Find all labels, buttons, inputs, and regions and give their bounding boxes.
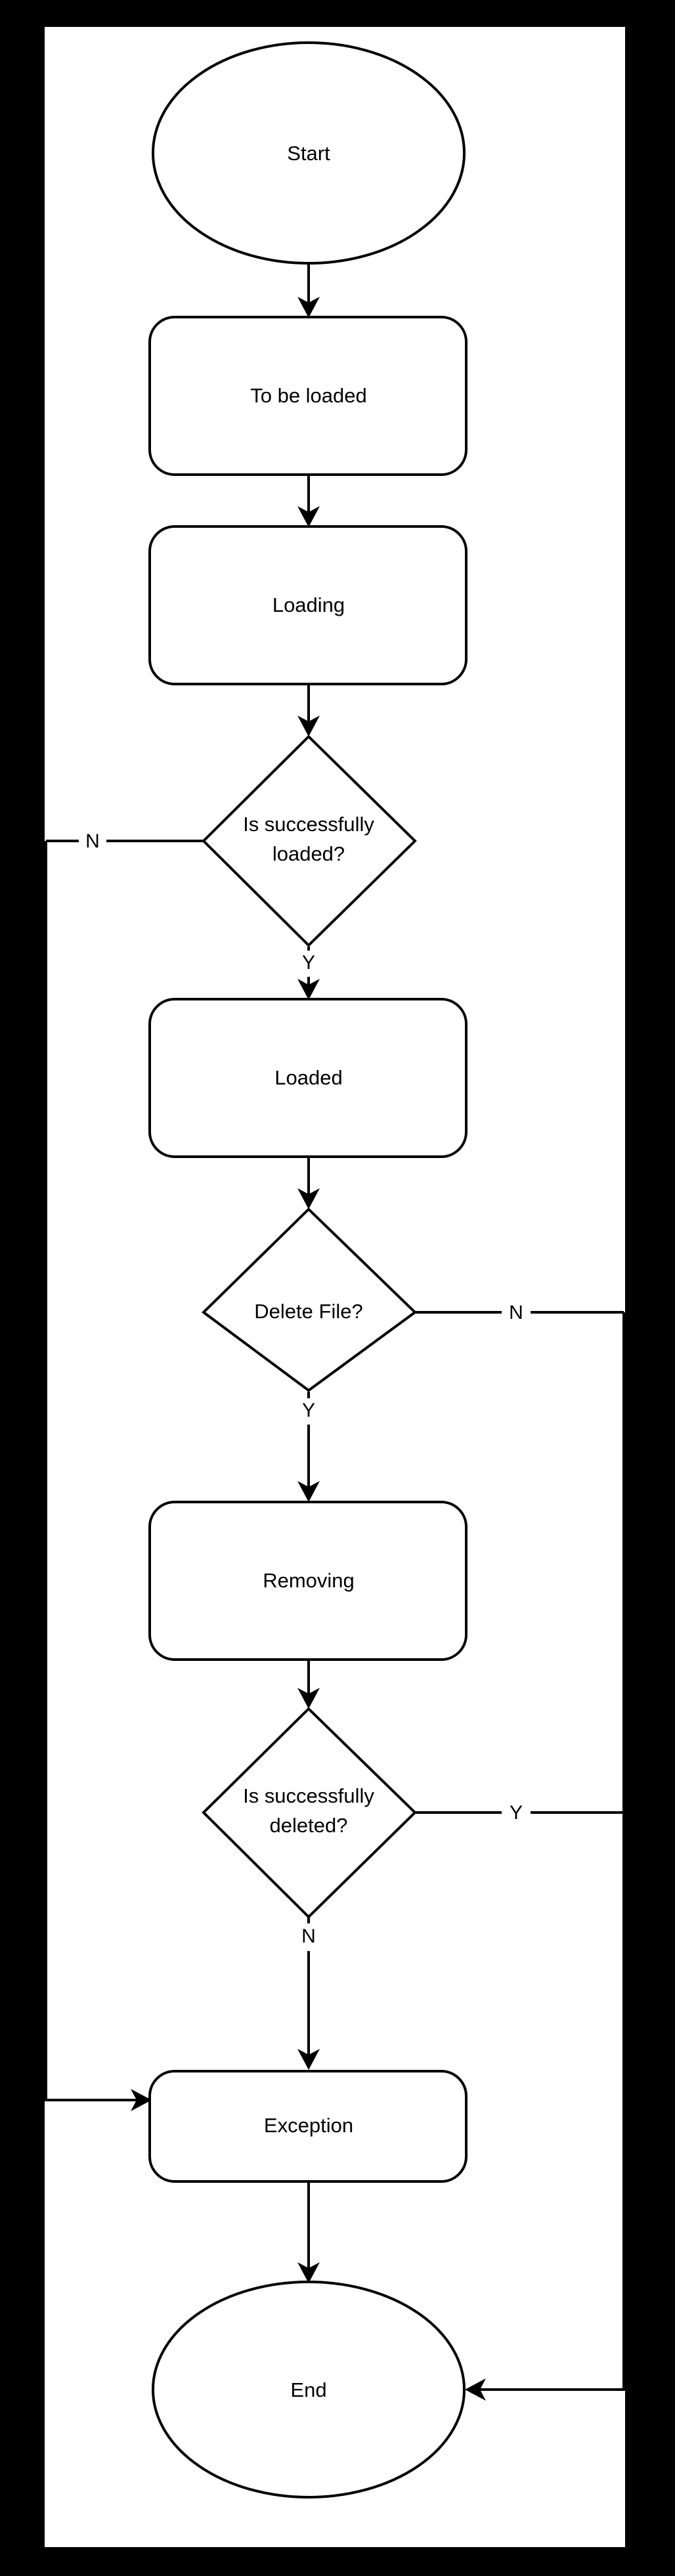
removing-label: Removing	[263, 1569, 355, 1592]
loaded-label: Loaded	[274, 1066, 342, 1089]
edge-is-deleted-yes-end: Y	[415, 1800, 624, 1826]
to-be-loaded-box[interactable]	[148, 316, 468, 476]
edge-label-bg-delete-yes	[295, 1398, 322, 1425]
node-delete-file[interactable]: Delete File?	[201, 1207, 418, 1392]
end-ellipse[interactable]	[152, 2281, 466, 2499]
is-successfully-loaded-label-line1: Is successfully	[243, 813, 374, 836]
node-to-be-loaded[interactable]: To be loaded	[148, 316, 468, 476]
is-successfully-loaded-label-line2: loaded?	[272, 842, 345, 865]
edge-label-is-loaded-no: N	[85, 830, 100, 852]
is-successfully-loaded-diamond[interactable]	[202, 735, 417, 947]
edge-label-bg-delete-no	[502, 1300, 531, 1326]
node-removing[interactable]: Removing	[148, 1501, 468, 1661]
end-label: End	[290, 2378, 326, 2401]
node-is-successfully-deleted[interactable]: Is successfully deleted?	[202, 1707, 417, 1919]
node-loaded[interactable]: Loaded	[148, 998, 468, 1158]
removing-box[interactable]	[148, 1501, 468, 1661]
node-start[interactable]: Start	[152, 41, 466, 265]
exception-label: Exception	[264, 2114, 353, 2137]
edge-label-is-loaded-yes: Y	[302, 952, 315, 974]
edge-label-is-deleted-no: N	[301, 1925, 316, 1947]
node-is-successfully-loaded[interactable]: Is successfully loaded?	[202, 735, 417, 947]
edge-exception-end	[297, 2181, 320, 2283]
node-loading[interactable]: Loading	[148, 525, 468, 685]
node-exception[interactable]: Exception	[148, 2070, 468, 2183]
edge-is-loaded-yes-loaded: Y	[295, 947, 322, 1000]
edge-removing-is-deleted	[297, 1661, 320, 1709]
edge-label-bg-is-deleted-yes	[502, 1800, 531, 1826]
loading-label: Loading	[272, 593, 345, 616]
edge-loading-is-loaded	[297, 685, 320, 737]
loading-box[interactable]	[148, 525, 468, 685]
edge-label-bg-is-loaded-yes	[295, 951, 322, 977]
is-successfully-deleted-diamond[interactable]	[202, 1707, 417, 1919]
is-successfully-deleted-label-line1: Is successfully	[243, 1784, 374, 1807]
exception-box[interactable]	[148, 2070, 468, 2183]
edge-label-bg-is-loaded-no	[79, 828, 106, 855]
edge-delete-file-yes-removing: Y	[295, 1392, 322, 1502]
edge-start-to-be-loaded	[297, 263, 320, 318]
edge-label-delete-file-yes: Y	[302, 1400, 315, 1421]
edge-label-delete-file-no: N	[509, 1302, 523, 1323]
edge-loaded-delete-file	[297, 1157, 320, 1209]
edge-is-loaded-no-exception: N	[45, 828, 204, 2111]
delete-file-label: Delete File?	[254, 1300, 362, 1323]
node-end[interactable]: End	[152, 2281, 466, 2499]
edge-is-deleted-no-exception: N	[295, 1918, 322, 2070]
edge-delete-file-no-end: N	[415, 1300, 625, 2401]
start-ellipse[interactable]	[152, 41, 466, 265]
edge-to-be-loaded-loading	[297, 475, 320, 527]
delete-file-diamond[interactable]	[201, 1207, 418, 1392]
loaded-box[interactable]	[148, 998, 468, 1158]
edge-label-is-deleted-yes: Y	[510, 1802, 523, 1824]
to-be-loaded-label: To be loaded	[250, 384, 367, 407]
start-label: Start	[287, 142, 330, 165]
edge-label-bg-is-deleted-no	[295, 1923, 322, 1951]
is-successfully-deleted-label-line2: deleted?	[270, 1814, 348, 1837]
